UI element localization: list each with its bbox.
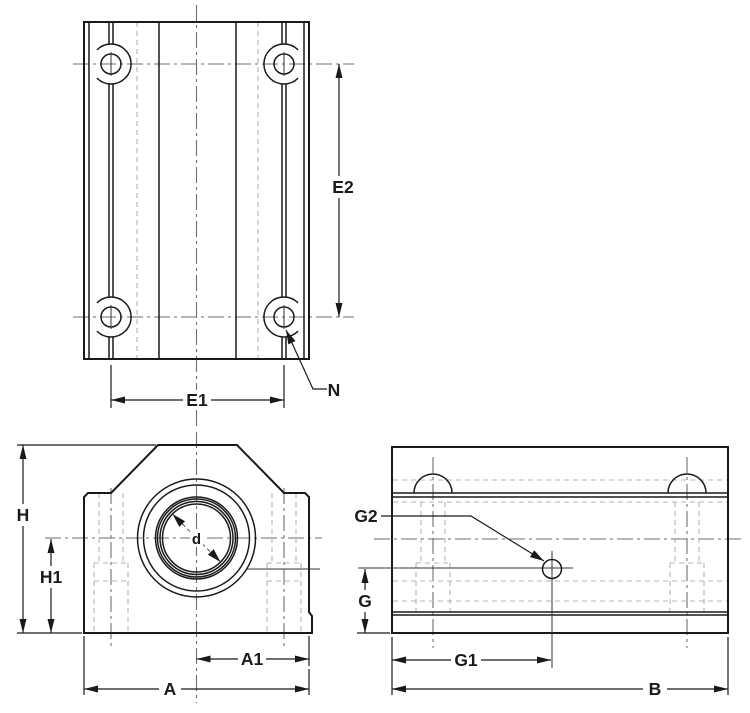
hole-center-ticks xyxy=(110,52,285,329)
label-masks xyxy=(13,176,667,699)
slope-edges xyxy=(108,22,287,359)
dim-label-g: G xyxy=(358,591,372,611)
dim-label-e2: E2 xyxy=(332,177,354,197)
block-outline-side xyxy=(391,446,729,634)
counterbore-arc xyxy=(96,43,132,85)
counterbore-arc xyxy=(263,43,299,85)
counterbore-arc xyxy=(96,296,132,338)
counterbore-dome xyxy=(413,473,453,494)
oil-hole xyxy=(358,551,573,668)
dim-label-g2: G2 xyxy=(354,506,378,526)
dimension-b xyxy=(392,637,729,695)
leader-g2 xyxy=(381,515,545,562)
bore-circles xyxy=(136,478,257,598)
dim-label-h: H xyxy=(17,505,30,525)
counterbore-dome xyxy=(667,473,707,494)
dimension-h xyxy=(17,444,156,634)
dim-label-h1: H1 xyxy=(40,567,63,587)
dim-label-n: N xyxy=(328,380,341,400)
dim-label-e1: E1 xyxy=(186,390,208,410)
side-view xyxy=(357,446,744,695)
dim-label-a1: A1 xyxy=(241,649,264,669)
dimension-d xyxy=(172,513,221,563)
dim-label-a: A xyxy=(164,679,177,699)
top-view xyxy=(73,5,354,428)
dim-label-b: B xyxy=(649,679,662,699)
counterbore-arc xyxy=(263,296,299,338)
hidden-bolt-holes xyxy=(93,493,302,631)
leader-n xyxy=(285,329,327,390)
front-view xyxy=(17,432,322,703)
hidden-lines xyxy=(393,479,727,612)
mounting-holes xyxy=(96,43,299,338)
shoulder-and-base-edges xyxy=(392,492,728,616)
block-outline-front xyxy=(83,444,313,634)
dimension-a xyxy=(83,636,310,695)
dim-label-g1: G1 xyxy=(454,650,478,670)
block-outline-top xyxy=(83,21,310,360)
dim-label-d: d xyxy=(192,531,201,548)
